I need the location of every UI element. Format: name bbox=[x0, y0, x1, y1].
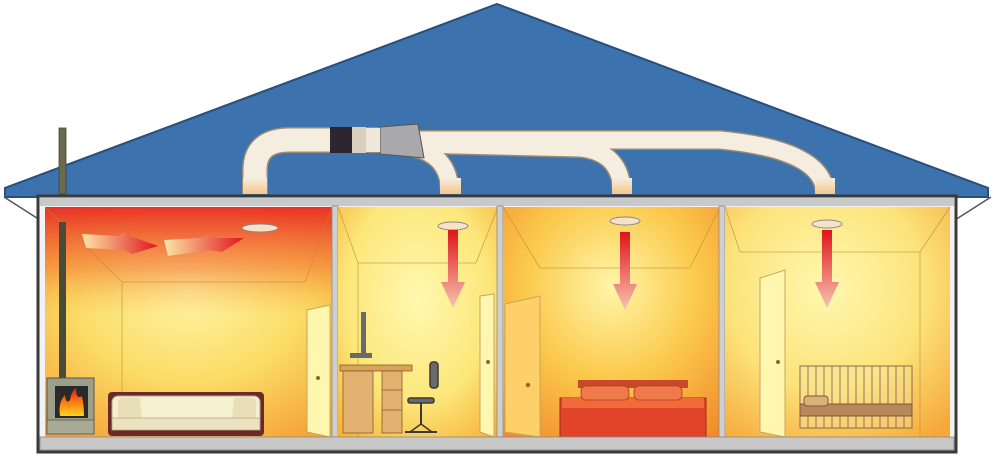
floor bbox=[39, 436, 955, 451]
partition-wall bbox=[331, 205, 339, 438]
main-bedroom bbox=[502, 206, 721, 439]
fireplace-icon bbox=[46, 377, 95, 435]
cot-icon bbox=[799, 365, 913, 429]
sofa-icon bbox=[108, 392, 264, 436]
flue-chimney bbox=[58, 127, 67, 195]
door-icon bbox=[504, 295, 541, 438]
ceiling-outlet bbox=[811, 219, 843, 229]
door-icon bbox=[479, 293, 495, 438]
study-room bbox=[337, 206, 499, 438]
ceiling-outlet bbox=[437, 221, 469, 231]
roof bbox=[4, 2, 989, 198]
airflow-arrow bbox=[164, 234, 244, 256]
ceiling-vent bbox=[241, 223, 279, 233]
desk-icon bbox=[339, 312, 413, 434]
office-chair-icon bbox=[405, 361, 439, 433]
ceiling bbox=[40, 198, 954, 206]
airflow-arrow bbox=[82, 232, 158, 254]
flue-pipe bbox=[59, 222, 66, 378]
door-icon bbox=[306, 304, 331, 438]
living-room bbox=[44, 206, 333, 438]
fan-unit bbox=[330, 123, 425, 159]
bed-icon bbox=[559, 380, 707, 439]
door-icon bbox=[759, 269, 786, 438]
eaves bbox=[3, 196, 992, 221]
partition-wall bbox=[718, 205, 726, 438]
partition-wall bbox=[496, 205, 504, 438]
nursery-room bbox=[724, 206, 951, 438]
ducting bbox=[242, 127, 835, 195]
ceiling-outlet bbox=[609, 216, 641, 226]
